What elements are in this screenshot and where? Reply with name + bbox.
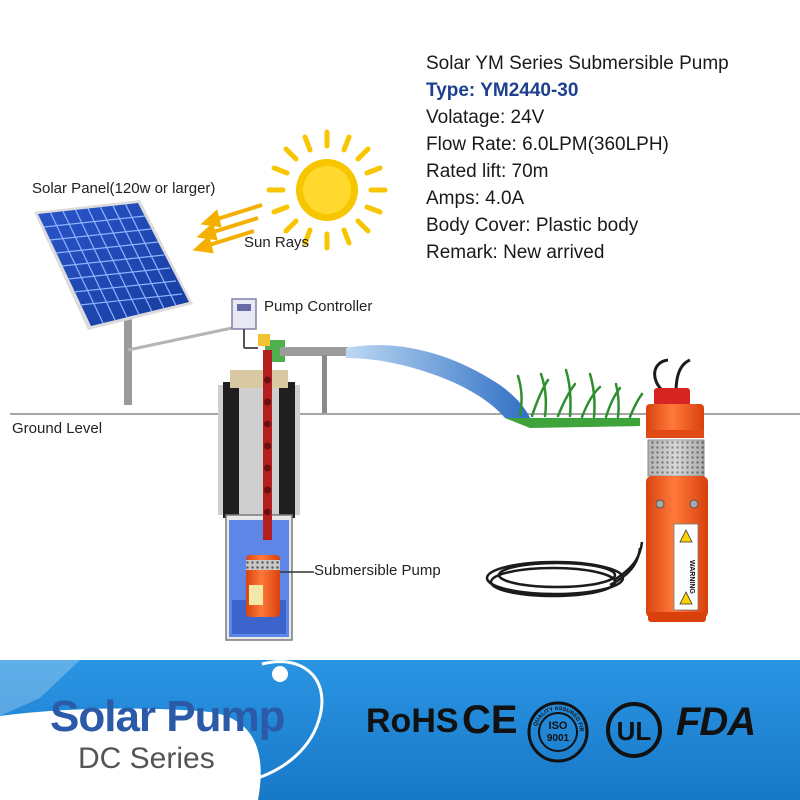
submersible-pump-label: Submersible Pump bbox=[314, 562, 441, 579]
ground-level-label: Ground Level bbox=[12, 420, 103, 437]
brand-banner bbox=[0, 660, 800, 800]
spec-remark: Remark: New arrived bbox=[426, 242, 605, 263]
fda-cert: FDA bbox=[676, 700, 756, 744]
brand-subtitle: DC Series bbox=[78, 742, 215, 775]
solar-panel-icon bbox=[34, 200, 233, 405]
rohs-cert: RoHS bbox=[366, 702, 459, 740]
solar-panel-label: Solar Panel(120w or larger) bbox=[32, 180, 216, 197]
pump-controller-icon bbox=[231, 298, 258, 349]
spec-list: Solar YM Series Submersible Pump Type: Y… bbox=[426, 50, 729, 266]
iso-text: ISO bbox=[549, 720, 568, 732]
iso-9001-icon: ISO 9001 QUALITY ASSURED FIRM bbox=[526, 700, 589, 763]
solar-pump-diagram: WARNING bbox=[10, 129, 800, 641]
sun-rays-arrows bbox=[192, 203, 263, 254]
spec-title: Solar YM Series Submersible Pump bbox=[426, 53, 729, 74]
spec-voltage: Volatage: 24V bbox=[426, 107, 545, 128]
sun-icon bbox=[266, 129, 388, 251]
spec-type: Type: YM2440-30 bbox=[426, 80, 579, 101]
spec-flow-rate: Flow Rate: 6.0LPM(360LPH) bbox=[426, 134, 669, 155]
ul-cert-icon: UL bbox=[606, 702, 662, 758]
submersible-pump-pointer bbox=[280, 571, 314, 573]
ce-cert: CE bbox=[462, 698, 518, 742]
sun-rays-label: Sun Rays bbox=[244, 234, 310, 251]
grass-patch bbox=[505, 368, 644, 428]
iso-number: 9001 bbox=[547, 733, 570, 744]
spec-body-cover: Body Cover: Plastic body bbox=[426, 215, 639, 236]
spec-amps: Amps: 4.0A bbox=[426, 188, 525, 209]
warning-sticker-text: WARNING bbox=[688, 560, 695, 594]
ul-text: UL bbox=[617, 716, 652, 746]
brand-title: Solar Pump bbox=[50, 692, 285, 741]
water-stream bbox=[346, 345, 530, 418]
submersible-pump-product: WARNING bbox=[485, 358, 708, 622]
borehole-well bbox=[218, 350, 300, 641]
spec-rated-lift: Rated lift: 70m bbox=[426, 161, 549, 182]
pump-controller-label: Pump Controller bbox=[264, 298, 373, 315]
